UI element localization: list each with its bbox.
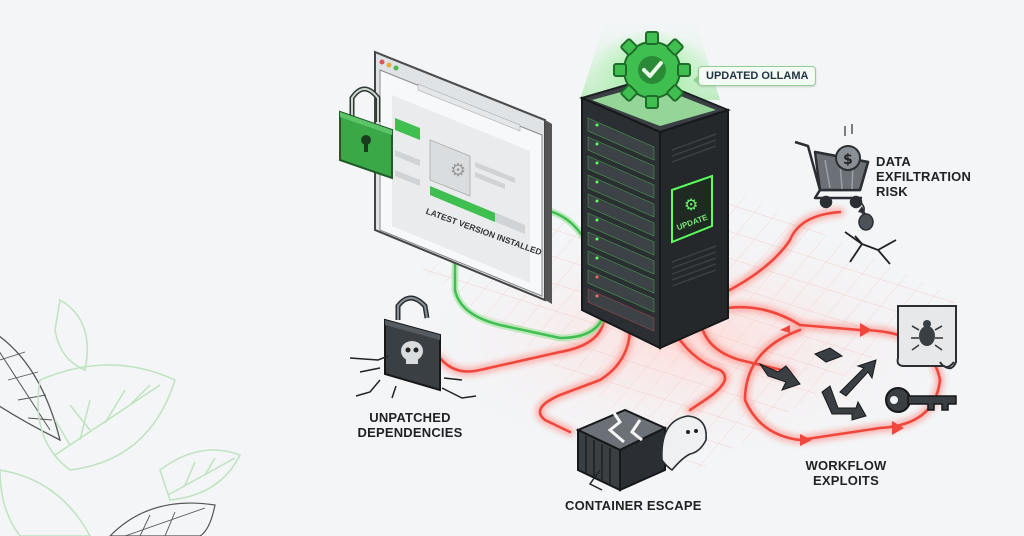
workflow-line-2: EXPLOITS	[813, 473, 879, 488]
unpatched-label: UNPATCHED DEPENDENCIES	[350, 410, 470, 440]
workflow-exploits-label: WORKFLOW EXPLOITS	[796, 458, 896, 488]
workflow-line-1: WORKFLOW	[805, 458, 887, 473]
updated-badge: UPDATED OLLAMA	[692, 66, 817, 86]
server-tower: ⚙	[579, 20, 731, 350]
skull-icon	[401, 341, 423, 364]
container-escape-label: CONTAINER ESCAPE	[565, 498, 702, 513]
gear-icon: ⚙	[450, 160, 466, 181]
gear-check-icon	[613, 31, 691, 109]
data-risk-line-1: DATA	[876, 154, 911, 169]
leaf-decoration	[0, 298, 242, 536]
coin-icon: $	[835, 124, 897, 265]
unpatched-line-2: DEPENDENCIES	[357, 425, 463, 440]
data-risk-line-2: EXFILTRATION	[876, 169, 972, 184]
server-rack-units	[587, 117, 655, 332]
container-icon	[575, 408, 668, 492]
data-exfiltration-label: DATA EXFILTRATION RISK	[876, 154, 971, 199]
unpatched-line-1: UNPATCHED	[369, 410, 451, 425]
svg-text:$: $	[843, 152, 853, 168]
gear-icon: ⚙	[684, 195, 698, 214]
browser-window: ⚙	[374, 50, 552, 304]
bug-document-icon	[896, 305, 957, 370]
ghost-icon	[661, 415, 707, 472]
data-risk-line-3: RISK	[876, 184, 908, 199]
key-icon	[885, 387, 957, 413]
side-vents	[671, 133, 717, 287]
workflow-arrows	[758, 347, 877, 421]
padlock-icon	[339, 86, 393, 180]
